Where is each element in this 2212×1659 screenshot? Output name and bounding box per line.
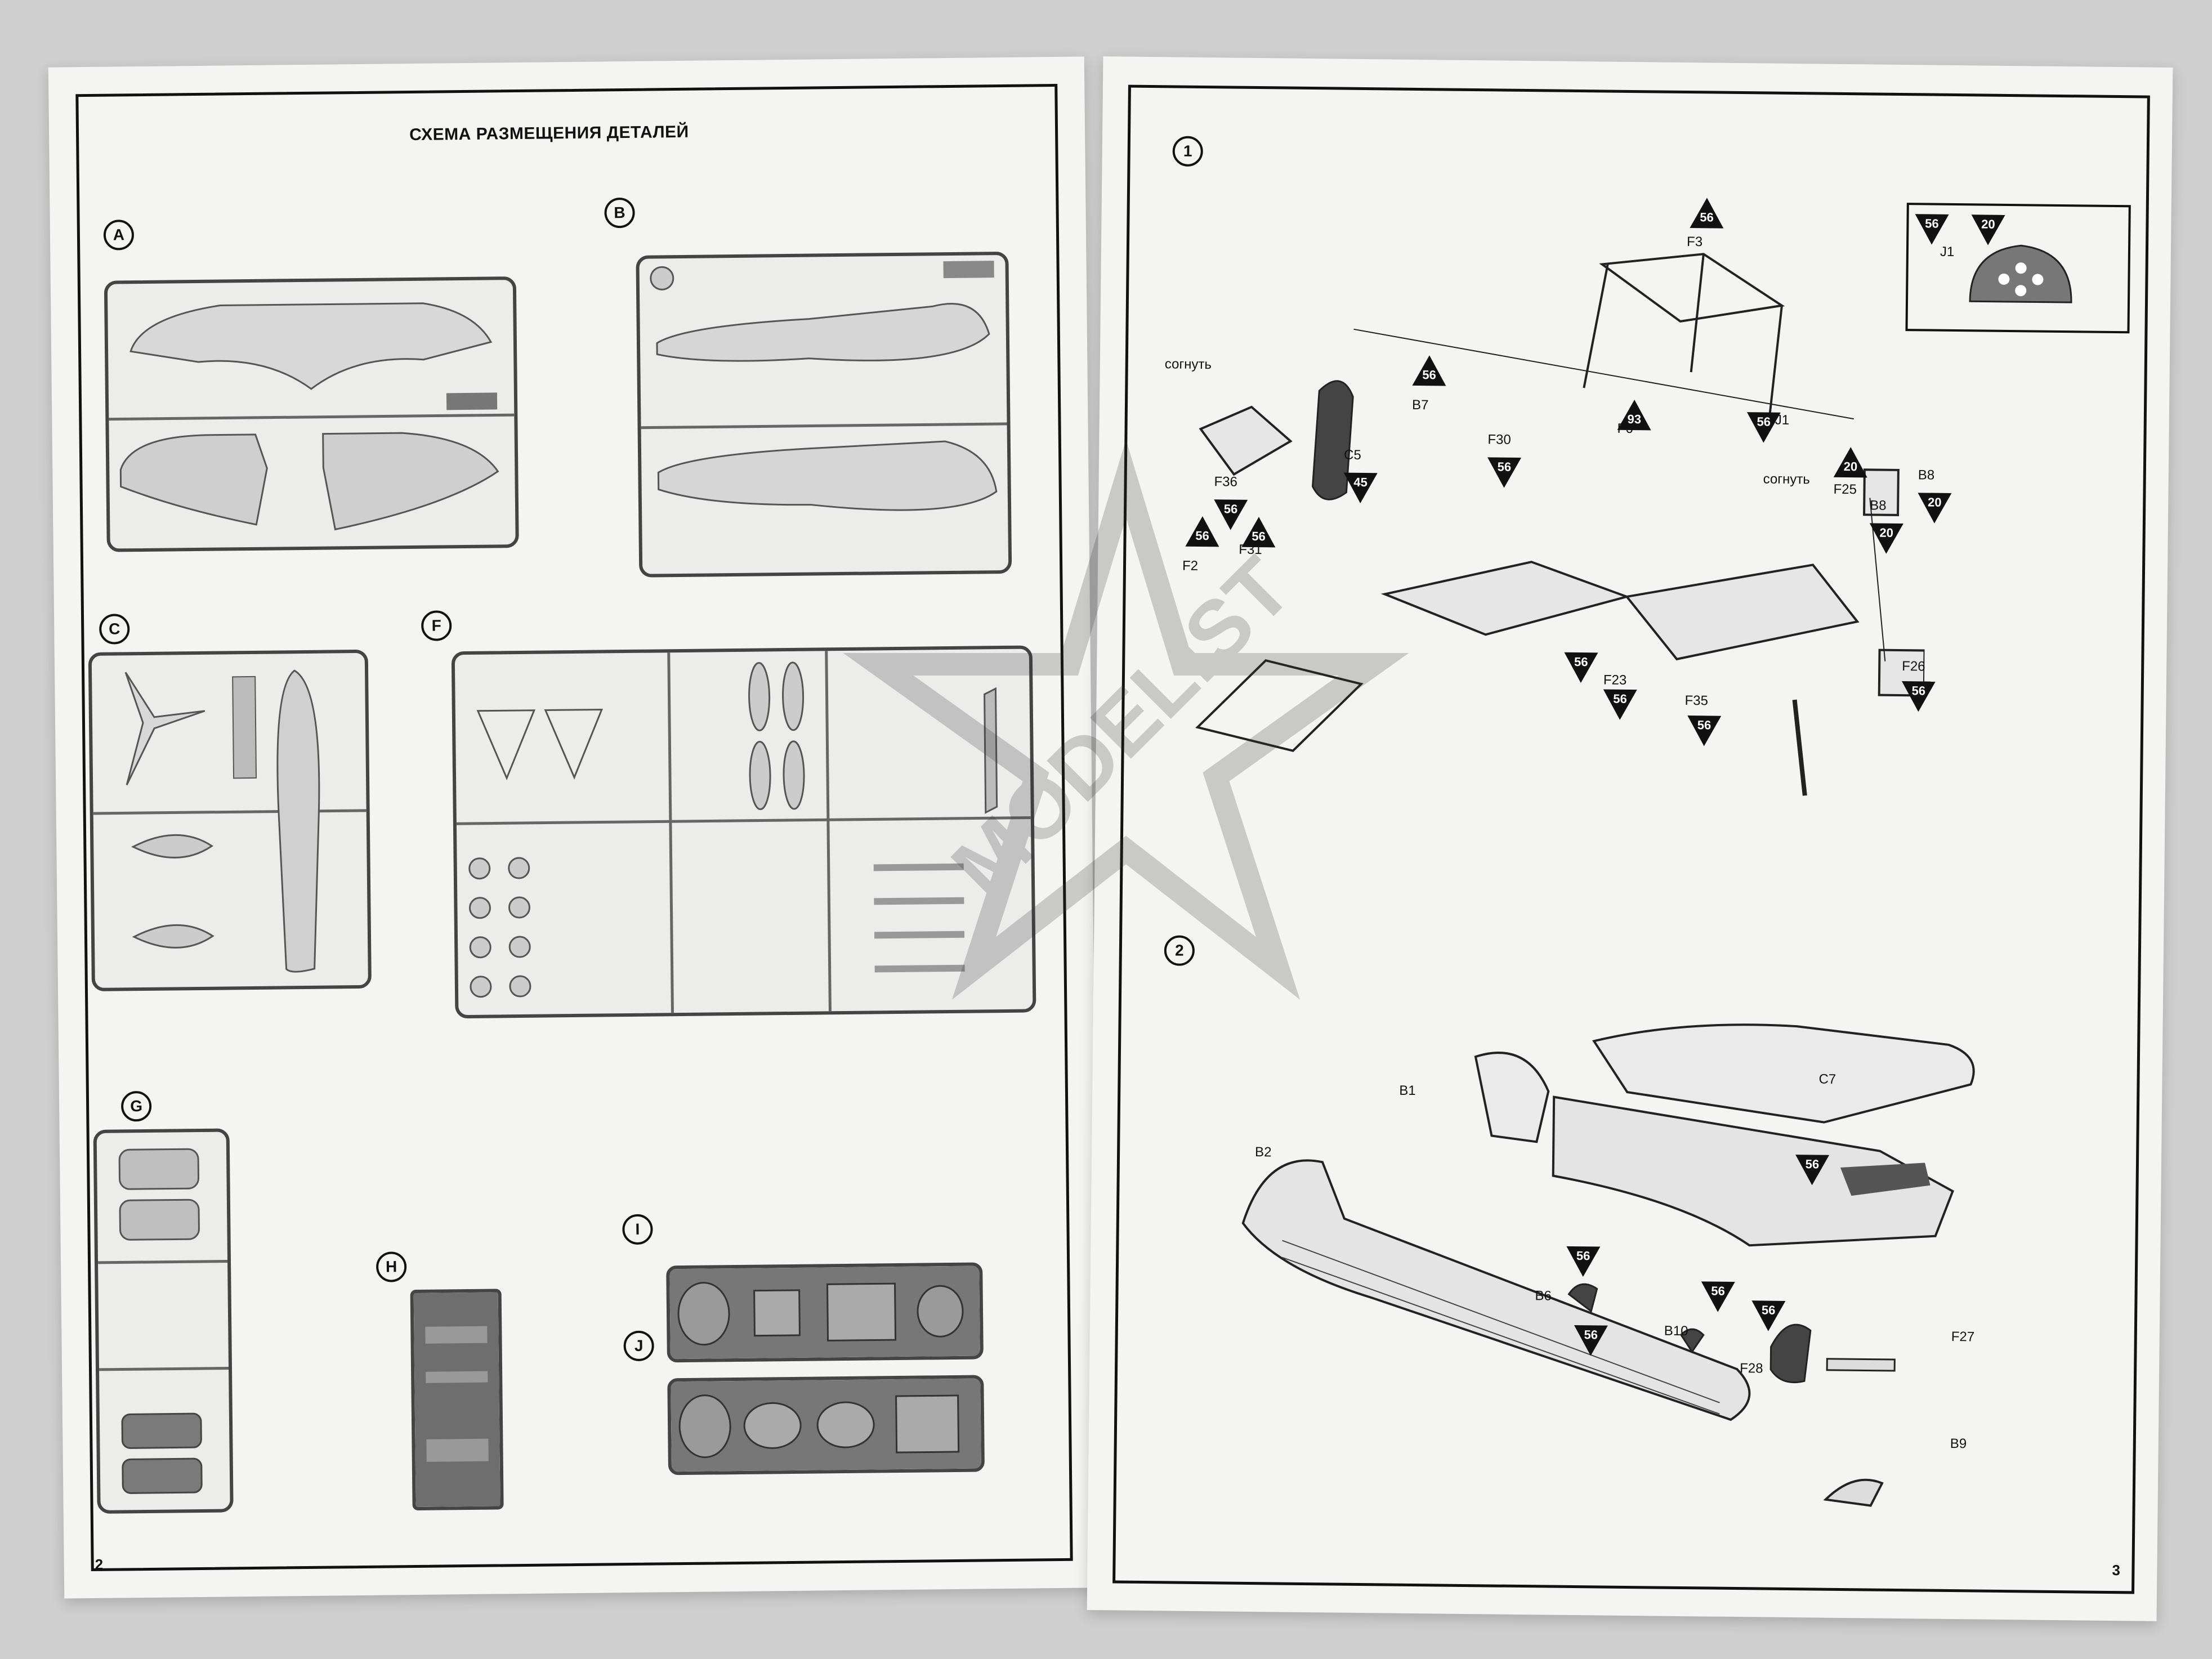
paint-badge: 20 — [1833, 446, 1868, 480]
sprue-c-drawing — [93, 669, 367, 973]
paint-badge: 20 — [1869, 523, 1903, 556]
sprue-label-i: I — [622, 1214, 653, 1245]
paint-badge: 56 — [1751, 1300, 1786, 1334]
paint-badge: 56 — [1487, 457, 1522, 490]
paint-badge: 56 — [1241, 516, 1276, 550]
part-label-j1: J1 — [1940, 244, 1955, 260]
part-label-f30: F30 — [1487, 432, 1511, 448]
sprue-i-drawing — [669, 1266, 980, 1360]
paint-badge: 56 — [1701, 1281, 1735, 1314]
paint-badge: 56 — [1690, 198, 1724, 231]
part-label-f36: F36 — [1214, 474, 1238, 490]
sprue-h — [410, 1289, 504, 1511]
sprue-a — [104, 276, 519, 552]
paint-badge: 45 — [1343, 472, 1378, 506]
paint-badge: 56 — [1901, 681, 1936, 714]
part-label-c5: C5 — [1343, 447, 1361, 463]
instrument-panel-drawing — [1969, 244, 2072, 303]
paint-badge: 56 — [1566, 1246, 1601, 1280]
paint-badge: 20 — [1917, 493, 1952, 526]
paint-badge: 20 — [1971, 214, 2005, 248]
sprue-g — [93, 1128, 234, 1514]
part-label-f35: F35 — [1684, 693, 1709, 709]
sprue-label-c: C — [99, 614, 130, 645]
page-title: СХЕМА РАЗМЕЩЕНИЯ ДЕТАЛЕЙ — [409, 122, 689, 144]
paint-badge: 56 — [1185, 516, 1219, 549]
part-label-b1: B1 — [1399, 1083, 1416, 1099]
paint-badge: 56 — [1795, 1155, 1830, 1188]
sprue-j-drawing — [671, 1378, 981, 1472]
sprue-label-b: B — [604, 197, 635, 229]
part-label-f27: F27 — [1951, 1329, 1975, 1345]
sprue-i — [666, 1262, 984, 1363]
left-page: СХЕМА РАЗМЕЩЕНИЯ ДЕТАЛЕЙ A B C — [48, 56, 1101, 1599]
instrument-panel-inset — [1905, 203, 2131, 334]
page-number-left: 2 — [95, 1555, 104, 1573]
paint-badge: 56 — [1412, 355, 1446, 388]
sprue-f-drawing — [456, 651, 1031, 1013]
paint-badge: 56 — [1746, 412, 1781, 445]
step-2-drawing — [1228, 1004, 2050, 1519]
part-label-b7: B7 — [1411, 397, 1429, 413]
paint-badge: 93 — [1617, 399, 1652, 433]
sprue-j — [667, 1375, 985, 1475]
paint-badge: 56 — [1687, 716, 1722, 749]
part-label-f28: F28 — [1740, 1361, 1763, 1376]
cockpit-assembly-drawing — [1195, 253, 1926, 796]
sprue-label-f: F — [421, 610, 452, 641]
page-number-right: 3 — [2112, 1562, 2121, 1579]
sprue-a-drawing — [109, 302, 515, 531]
part-label-c7: C7 — [1818, 1071, 1836, 1087]
part-label-f23: F23 — [1603, 672, 1627, 688]
step-1-drawing — [1134, 226, 1929, 825]
part-label-f3: F3 — [1686, 234, 1703, 250]
paint-badge: 56 — [1563, 652, 1598, 686]
part-label-f25: F25 — [1833, 481, 1857, 498]
step-1-number: 1 — [1172, 136, 1204, 167]
part-label-b8: B8 — [1918, 467, 1935, 483]
part-label-b10: B10 — [1664, 1323, 1688, 1339]
sprue-c — [88, 649, 372, 991]
sprue-g-drawing — [98, 1148, 229, 1494]
bend-label: согнуть — [1164, 356, 1212, 373]
paint-badge: 56 — [1574, 1325, 1608, 1358]
fuselage-assembly-drawing — [1241, 1023, 1975, 1507]
sprue-b — [636, 251, 1012, 578]
part-label-b2: B2 — [1254, 1144, 1272, 1160]
sprue-label-g: G — [120, 1090, 152, 1122]
sprue-label-h: H — [376, 1251, 407, 1282]
part-label-b8: B8 — [1870, 498, 1887, 513]
bend-label: согнуть — [1763, 471, 1810, 488]
sprue-label-a: A — [103, 220, 135, 251]
sprue-f — [451, 645, 1036, 1019]
part-label-f2: F2 — [1182, 558, 1199, 574]
part-label-f26: F26 — [1902, 659, 1925, 674]
sprue-label-j: J — [623, 1330, 654, 1362]
right-page: 1 56 20 J1 согнуть согнуть F3 F36 C5 B7 — [1087, 56, 2173, 1621]
sprue-h-drawing — [413, 1292, 501, 1508]
paint-badge: 56 — [1603, 689, 1637, 722]
step-2-number: 2 — [1164, 935, 1195, 966]
part-label-b9: B9 — [1950, 1436, 1967, 1452]
part-label-b6: B6 — [1535, 1288, 1552, 1304]
sprue-b-drawing — [641, 261, 1007, 511]
